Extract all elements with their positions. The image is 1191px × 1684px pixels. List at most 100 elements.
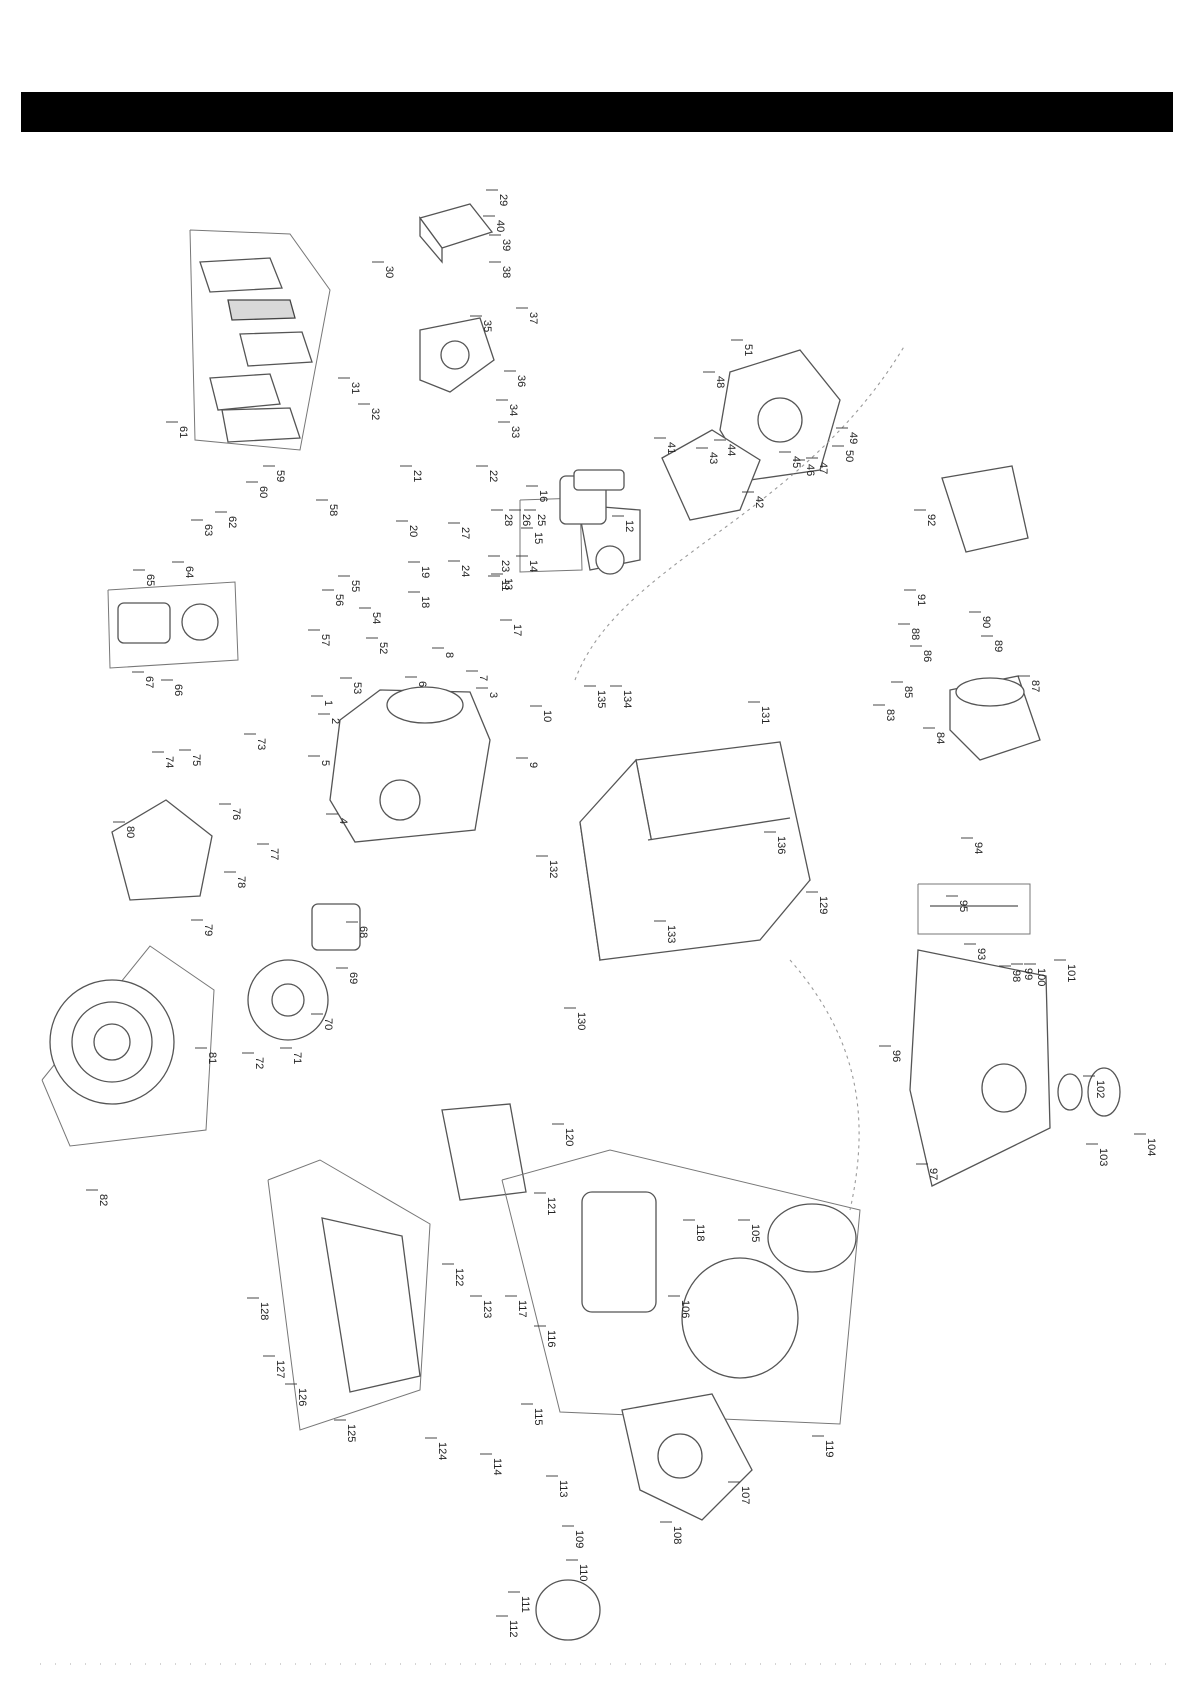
callout-number-71: 71 [291,1052,303,1064]
callout-number-51: 51 [742,344,754,356]
callout-number-69: 69 [347,972,359,984]
callout-number-110: 110 [577,1564,589,1582]
callout-number-50: 50 [843,450,855,462]
end-cover [535,1579,601,1641]
callout-number-120: 120 [563,1128,575,1146]
callout-number-113: 113 [557,1480,569,1498]
callout-number-52: 52 [377,642,389,654]
callout-number-89: 89 [992,640,1004,652]
callout-number-33: 33 [509,426,521,438]
callout-number-112: 112 [507,1620,519,1638]
callout-number-133: 133 [665,925,677,943]
valve-cover [418,203,494,264]
callout-number-53: 53 [351,682,363,694]
callout-number-132: 132 [547,860,559,878]
callout-number-1: 1 [322,700,334,706]
air-filter-group [189,229,331,451]
callout-number-9: 9 [527,762,539,768]
callout-number-66: 66 [172,684,184,696]
callout-number-125: 125 [345,1424,357,1442]
callout-number-79: 79 [202,924,214,936]
callout-number-30: 30 [383,266,395,278]
callout-number-86: 86 [921,650,933,662]
callout-number-96: 96 [890,1050,902,1062]
callout-number-108: 108 [671,1526,683,1544]
callout-number-54: 54 [370,612,382,624]
callout-number-98: 98 [1010,970,1022,982]
fan-housing [111,799,213,901]
callout-number-31: 31 [349,382,361,394]
callout-number-123: 123 [481,1300,493,1318]
callout-number-122: 122 [453,1268,465,1286]
callout-number-58: 58 [327,504,339,516]
crankcase-cover [719,349,841,481]
flywheel [247,959,329,1041]
callout-number-103: 103 [1097,1148,1109,1166]
callout-number-12: 12 [623,520,635,532]
callout-number-57: 57 [319,634,331,646]
callout-number-41: 41 [665,442,677,454]
callout-number-87: 87 [1029,680,1041,692]
callout-number-97: 97 [927,1168,939,1180]
alternator-group [501,1149,861,1425]
callout-number-10: 10 [541,710,553,722]
callout-number-99: 99 [1022,968,1034,980]
callout-number-15: 15 [532,532,544,544]
callout-number-93: 93 [975,948,987,960]
frame-engine-link [574,344,906,681]
callout-number-101: 101 [1065,964,1077,982]
fuel-tank [909,949,1051,1187]
callout-number-77: 77 [268,848,280,860]
callout-number-135: 135 [595,690,607,708]
callout-number-49: 49 [847,432,859,444]
callout-number-73: 73 [255,738,267,750]
callout-number-84: 84 [934,732,946,744]
callout-number-127: 127 [274,1360,286,1378]
callout-number-61: 61 [177,426,189,438]
muffler-shield [941,465,1029,553]
callout-number-16: 16 [537,490,549,502]
callout-number-70: 70 [322,1018,334,1030]
callout-number-8: 8 [443,652,455,658]
callout-number-55: 55 [349,580,361,592]
callout-number-60: 60 [257,486,269,498]
callout-number-106: 106 [679,1300,691,1318]
callout-number-88: 88 [909,628,921,640]
fuel-valve-group [917,883,1031,935]
gasket [661,429,761,521]
cylinder-head [419,317,495,393]
callout-number-81: 81 [206,1052,218,1064]
callout-number-134: 134 [621,690,633,708]
callout-number-109: 109 [573,1530,585,1548]
callout-number-28: 28 [502,514,514,526]
callout-number-27: 27 [459,527,471,539]
callout-number-34: 34 [507,404,519,416]
callout-number-126: 126 [296,1388,308,1406]
callout-number-36: 36 [515,375,527,387]
callout-number-35: 35 [481,320,493,332]
callout-number-111: 111 [519,1596,531,1613]
engine-block [329,686,491,843]
callout-number-119: 119 [823,1440,835,1458]
callout-number-85: 85 [902,686,914,698]
callout-number-107: 107 [739,1486,751,1504]
callout-number-24: 24 [459,565,471,577]
callout-number-116: 116 [545,1330,557,1348]
callout-number-42: 42 [753,496,765,508]
frame [579,741,811,962]
callout-number-118: 118 [694,1224,706,1242]
carburetor-group [107,581,239,669]
callout-number-91: 91 [915,594,927,606]
callout-number-38: 38 [500,266,512,278]
callout-number-124: 124 [436,1442,448,1460]
piston [559,469,625,525]
callout-number-20: 20 [407,525,419,537]
callout-number-95: 95 [957,900,969,912]
callout-number-7: 7 [477,675,489,681]
callout-number-29: 29 [497,194,509,206]
callout-number-4: 4 [337,818,349,824]
callout-number-59: 59 [274,470,286,482]
callout-number-3: 3 [487,692,499,698]
